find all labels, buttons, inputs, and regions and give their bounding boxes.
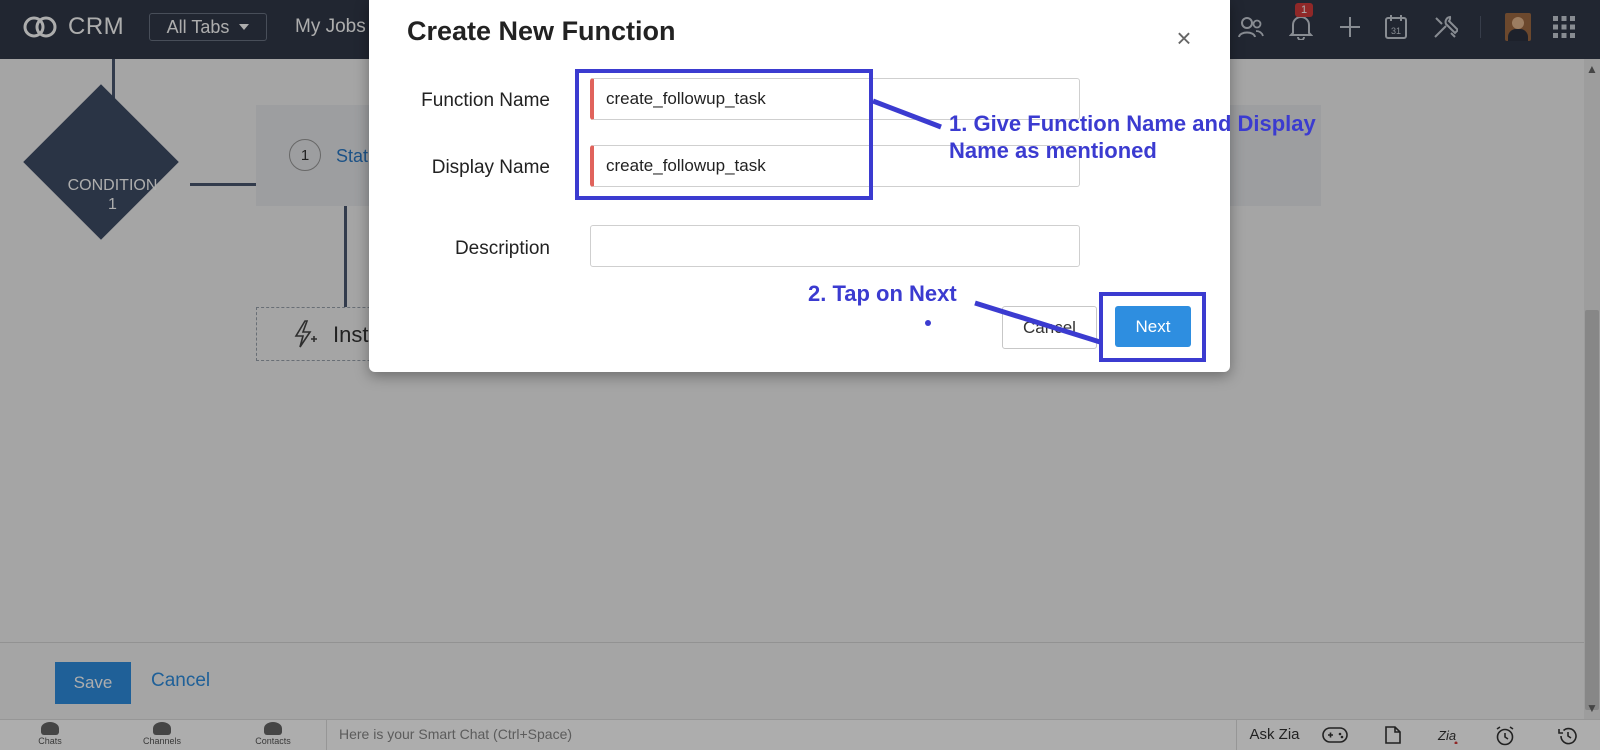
step-link[interactable]: Stat xyxy=(336,146,369,166)
scrollbar-thumb[interactable] xyxy=(1585,310,1599,710)
action-bar xyxy=(0,642,1584,720)
next-button[interactable]: Next xyxy=(1115,306,1191,347)
nav-divider xyxy=(1480,16,1481,38)
display-name-label: Display Name xyxy=(431,157,550,178)
arrow-to-name-fields xyxy=(872,98,942,130)
flow-connector xyxy=(344,206,347,307)
calendar-day: 31 xyxy=(1391,26,1401,36)
function-name-label: Function Name xyxy=(421,90,550,111)
cancel-link[interactable]: Cancel xyxy=(151,670,211,691)
save-button[interactable]: Save xyxy=(55,662,131,704)
description-label: Description xyxy=(454,238,550,259)
tools-icon[interactable] xyxy=(1430,12,1460,42)
people-group-icon xyxy=(153,722,171,735)
condition-title: CONDITION xyxy=(67,177,158,194)
plus-icon[interactable] xyxy=(1335,12,1365,42)
history-icon[interactable] xyxy=(1557,726,1581,745)
lightning-plus-icon xyxy=(292,320,318,355)
annotation-step-1-line-1: 1. Give Function Name and Display xyxy=(949,111,1316,136)
step-number: 1 xyxy=(289,139,321,171)
channels-nav[interactable]: Channels xyxy=(127,722,197,746)
chats-label: Chats xyxy=(38,736,62,746)
flow-connector xyxy=(112,59,115,114)
all-tabs-label: All Tabs xyxy=(166,16,230,37)
highlight-name-fields xyxy=(575,69,873,200)
annotation-dot xyxy=(925,320,931,326)
avatar[interactable] xyxy=(1505,13,1531,41)
tab-my-jobs[interactable]: My Jobs xyxy=(295,16,366,37)
gamepad-icon[interactable] xyxy=(1322,726,1348,744)
zia-icon[interactable]: Zia xyxy=(1436,726,1460,745)
channels-label: Channels xyxy=(142,736,182,746)
contacts-label: Contacts xyxy=(255,736,291,746)
scroll-up-arrow-icon[interactable]: ▲ xyxy=(1586,62,1598,76)
all-tabs-dropdown[interactable]: All Tabs xyxy=(149,13,267,41)
note-icon[interactable] xyxy=(1382,726,1406,744)
crm-logo-icon xyxy=(23,16,57,38)
function-name-input[interactable] xyxy=(590,78,1080,120)
chevron-down-icon xyxy=(239,24,250,30)
annotation-step-1: 1. Give Function Name and Display Name a… xyxy=(949,110,1316,164)
arrow-to-next-button xyxy=(974,300,1101,345)
contacts-nav[interactable]: Contacts xyxy=(238,722,308,746)
annotation-step-1-line-2: Name as mentioned xyxy=(949,138,1157,163)
highlight-next-button xyxy=(1099,292,1206,362)
close-icon[interactable]: × xyxy=(1176,23,1192,53)
description-input[interactable] xyxy=(590,225,1080,267)
display-name-input[interactable] xyxy=(590,145,1080,187)
svg-text:Zia: Zia xyxy=(1437,728,1456,743)
apps-grid-icon[interactable] xyxy=(1549,12,1579,42)
logo-text: CRM xyxy=(68,13,125,40)
instant-actions-label: Inst xyxy=(333,322,369,347)
chat-bubble-icon xyxy=(41,722,59,735)
dialog-title: Create New Function xyxy=(407,16,676,46)
scroll-down-arrow-icon[interactable]: ▼ xyxy=(1586,701,1598,715)
person-icon xyxy=(264,722,282,735)
team-icon[interactable] xyxy=(1236,12,1266,42)
annotation-step-2: 2. Tap on Next xyxy=(808,281,957,306)
notification-badge: 1 xyxy=(1295,3,1313,17)
condition-number: 1 xyxy=(108,196,117,213)
ask-zia-button[interactable]: Ask Zia xyxy=(1236,719,1312,750)
crm-logo[interactable]: CRM xyxy=(22,12,124,42)
condition-label: CONDITION 1 xyxy=(35,176,190,214)
bell-icon[interactable] xyxy=(1286,12,1316,42)
smart-chat-input[interactable]: Here is your Smart Chat (Ctrl+Space) xyxy=(326,719,1236,750)
alarm-clock-icon[interactable] xyxy=(1494,726,1518,746)
flow-connector xyxy=(190,183,256,186)
calendar-icon[interactable]: 31 xyxy=(1381,12,1411,42)
chats-nav[interactable]: Chats xyxy=(15,722,85,746)
